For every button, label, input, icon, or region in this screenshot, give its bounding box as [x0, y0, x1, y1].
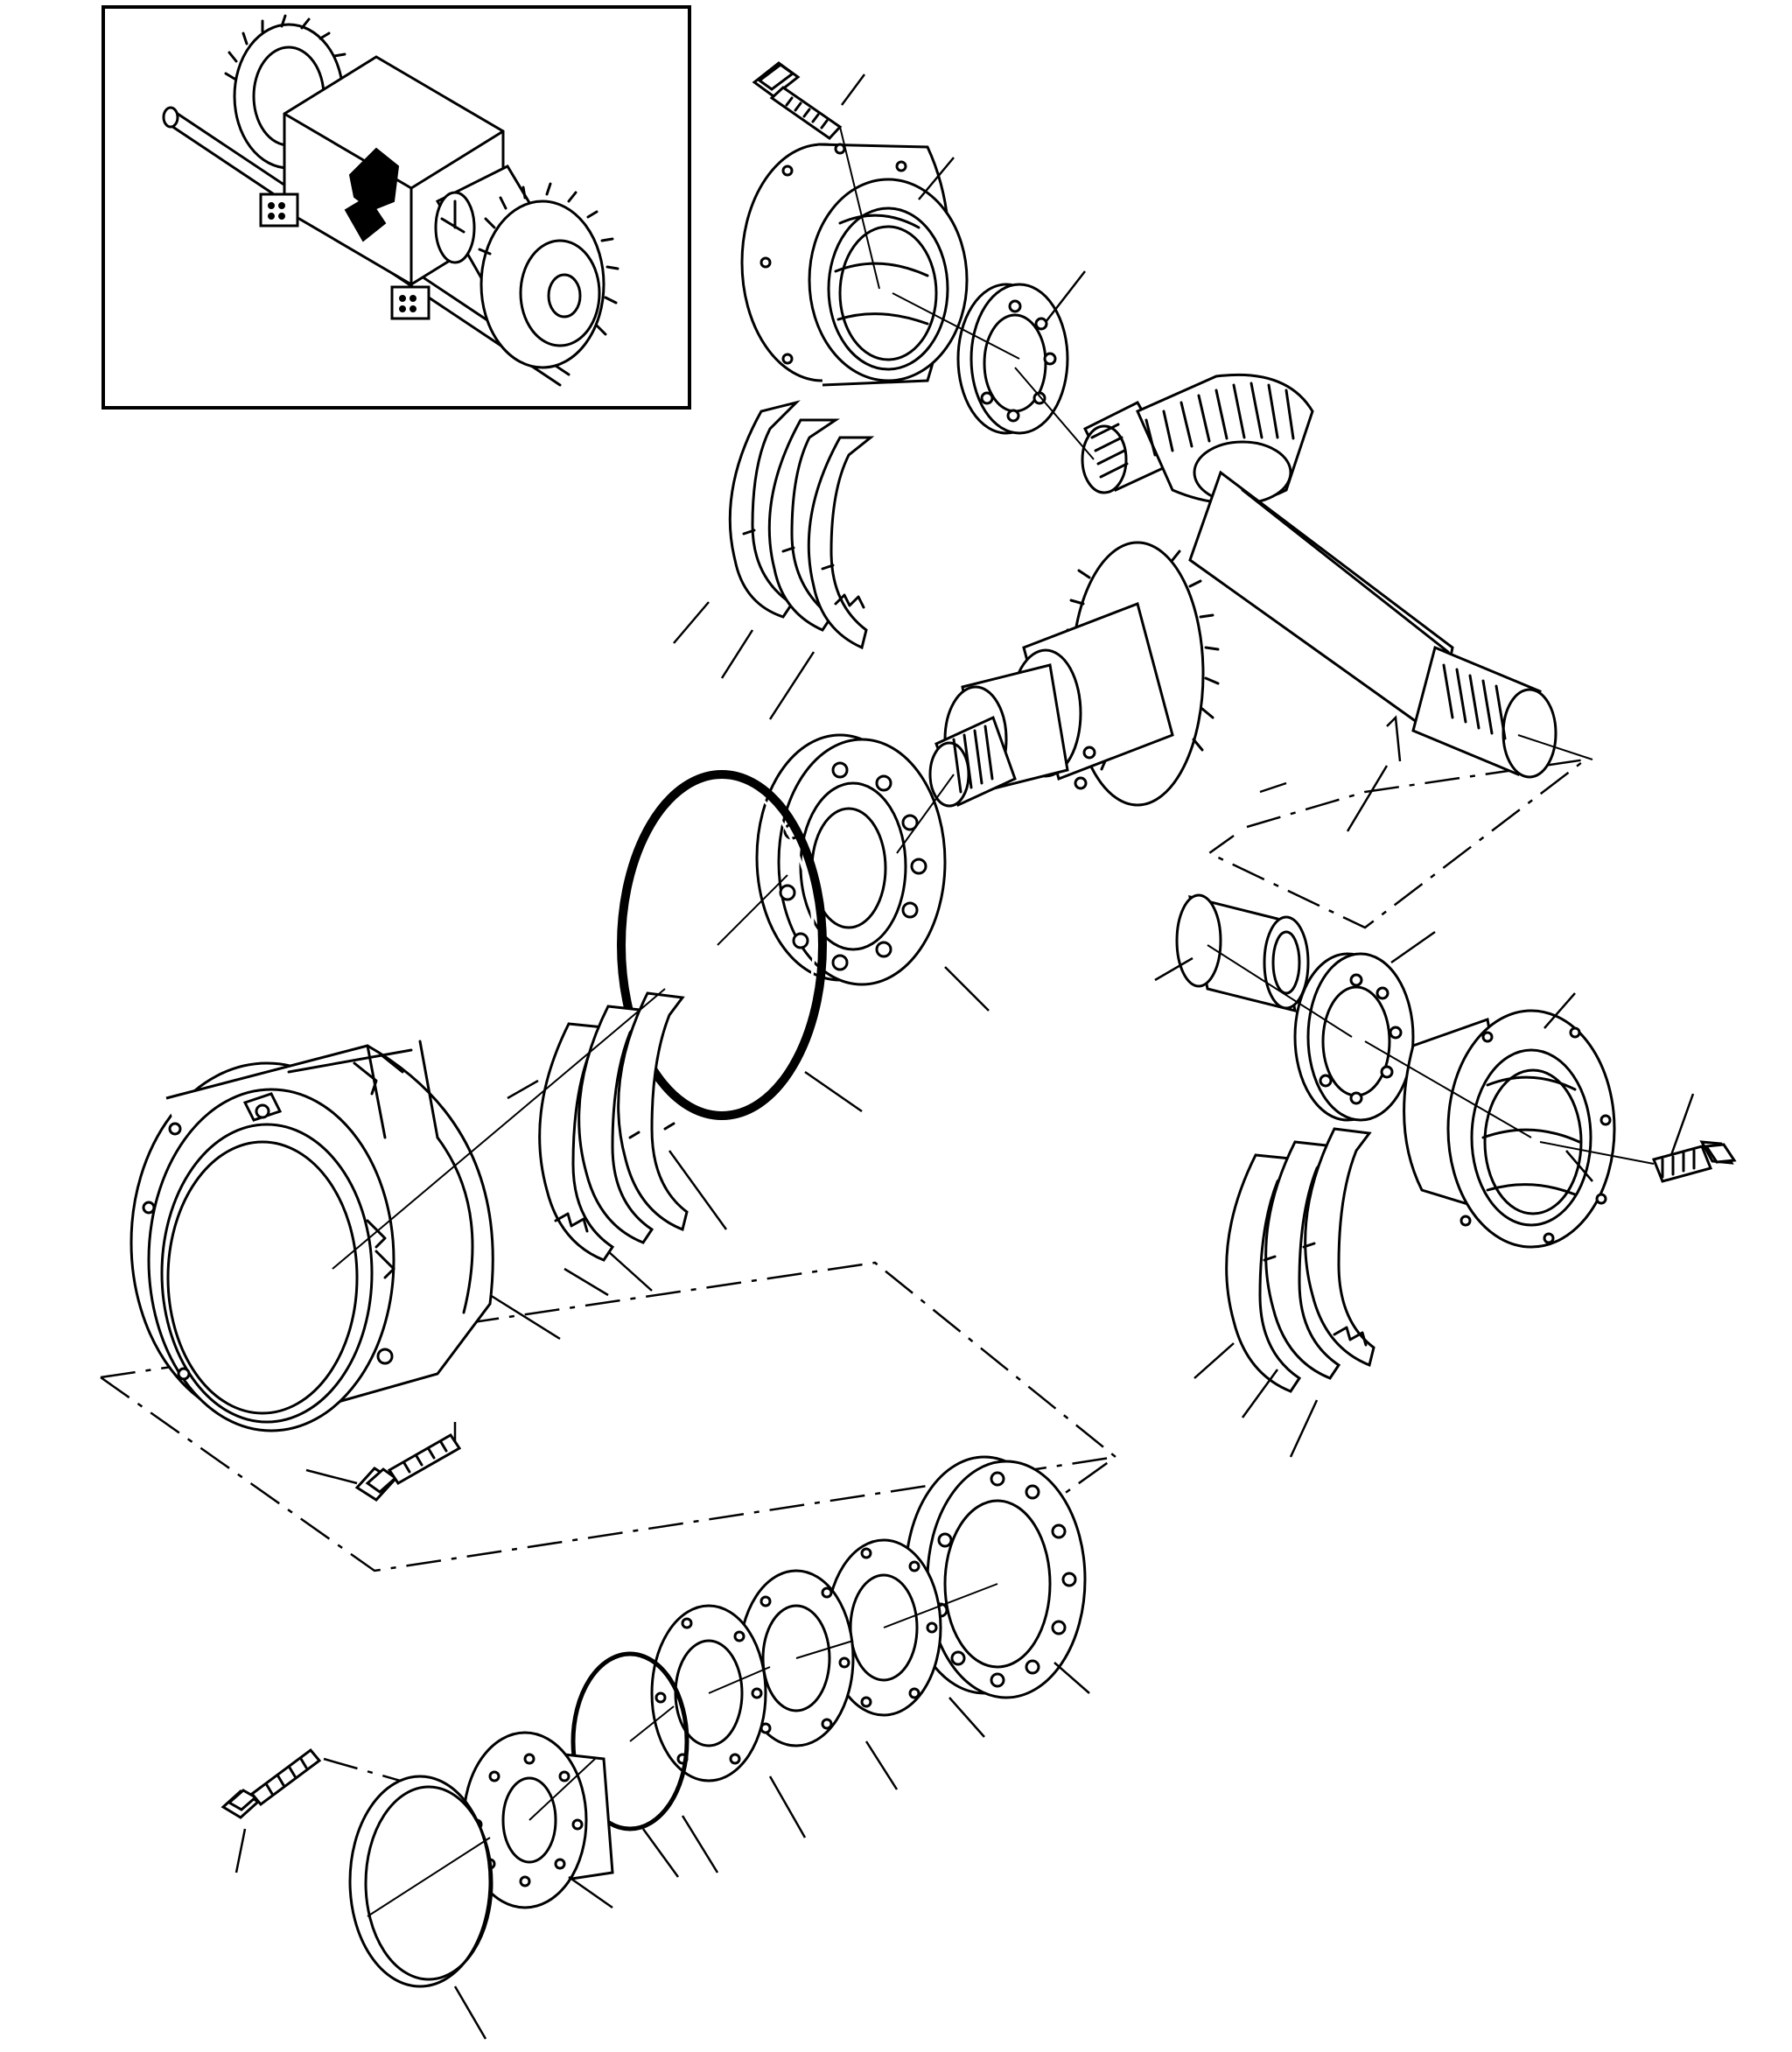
bearing-center-large	[755, 733, 947, 986]
bolt-right	[1651, 1140, 1737, 1183]
shim-set-top	[728, 400, 875, 650]
o-ring-lower	[570, 1651, 690, 1831]
flange-housing-right	[1403, 1009, 1616, 1249]
retainer-plate-lower	[462, 1731, 614, 1909]
housing-large-left	[130, 1040, 494, 1432]
group-line-lower-left-2	[100, 1376, 1116, 1572]
group-line-shaft-right	[1207, 758, 1586, 929]
seal-ring-lower	[348, 1775, 494, 1988]
bolt-top	[752, 61, 843, 140]
group-line-lower-left	[100, 1261, 1118, 1502]
bushing-right	[1175, 893, 1310, 1013]
shim-set-middle	[538, 991, 689, 1262]
inset-sprocket-right	[478, 182, 620, 369]
assembly-lines	[100, 758, 1586, 1796]
bearing-right	[1293, 952, 1415, 1122]
o-ring-center	[617, 770, 827, 1120]
inset-overview	[102, 5, 691, 410]
leader-lines	[234, 74, 1695, 2040]
shim-set-right	[1225, 1127, 1376, 1393]
axis-lines	[332, 126, 1655, 1917]
bolt-lower-left	[220, 1747, 322, 1819]
inset-clamps	[259, 193, 430, 320]
bevel-pinion-shaft	[1081, 373, 1558, 779]
ring-gear-carrier	[928, 541, 1220, 808]
bearing-lower-large	[904, 1455, 1087, 1699]
flange-housing-top	[740, 143, 969, 387]
bolt-left-housing	[354, 1433, 462, 1502]
group-line-shim-left	[323, 1757, 447, 1796]
